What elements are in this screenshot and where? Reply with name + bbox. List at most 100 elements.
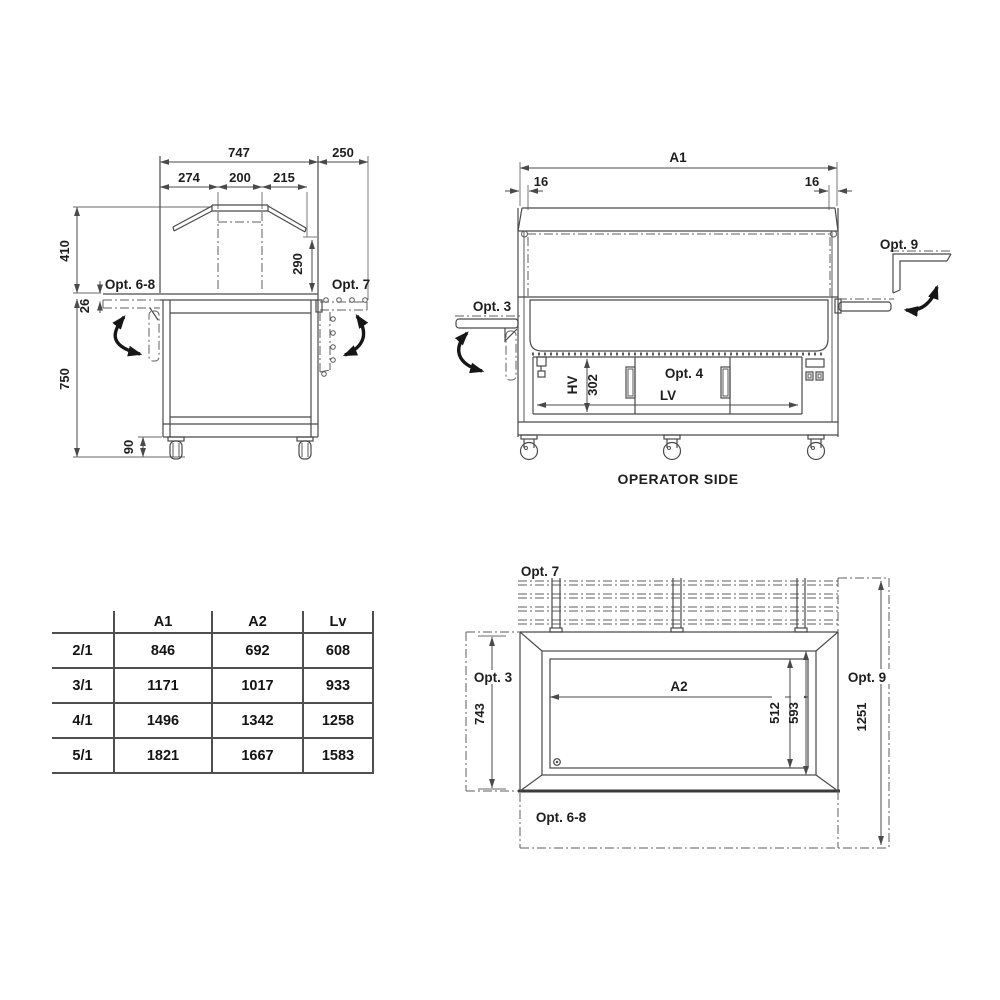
cell-a2: 1342 — [211, 703, 303, 739]
dim-16-right-label: 16 — [805, 174, 819, 189]
cell-lv: 1258 — [302, 703, 374, 739]
dim-512-label: 512 — [767, 702, 782, 724]
dim-215-label: 215 — [273, 170, 295, 185]
row-label: 2/1 — [52, 633, 114, 669]
plan-view: Opt. 7 Opt. 3 Opt. 9 Opt. 6-8 A2 743 512… — [465, 564, 891, 849]
cell-a2: 1667 — [211, 738, 303, 774]
dim-593-label: 593 — [786, 702, 801, 724]
caster — [806, 434, 826, 461]
size-table-header-a1: A1 — [113, 611, 212, 634]
dim-1251-label: 1251 — [854, 703, 869, 732]
fold-arrow-opt3 — [454, 331, 485, 374]
dim-410-label: 410 — [57, 240, 72, 262]
dim-hv-label: HV — [565, 376, 580, 395]
size-table-header-lv: Lv — [302, 611, 374, 634]
side-view-casters — [167, 436, 314, 460]
dim-747-label: 747 — [228, 145, 250, 160]
front-opt-4-label: Opt. 4 — [665, 366, 704, 381]
table-row: 3/1 1171 1017 933 — [52, 668, 374, 704]
front-view-canopy — [517, 207, 839, 296]
side-view-dimension-lines — [73, 156, 369, 458]
plan-opt-7-label: Opt. 7 — [521, 564, 559, 579]
row-label: 3/1 — [52, 668, 114, 704]
operator-side-caption: OPERATOR SIDE — [617, 471, 738, 487]
cell-a1: 1171 — [113, 668, 212, 704]
caster — [519, 434, 539, 461]
row-label: 5/1 — [52, 738, 114, 774]
side-view-canopy — [159, 156, 319, 300]
dim-90-label: 90 — [121, 440, 136, 454]
front-view-casters — [519, 434, 826, 461]
side-opt-6-8-label: Opt. 6-8 — [105, 277, 156, 292]
front-view-opt3-shelf — [454, 315, 520, 381]
dim-a1-label: A1 — [669, 150, 687, 165]
front-opt-3-label: Opt. 3 — [473, 299, 512, 314]
front-view-dimension-labels: A1 16 16 HV 302 LV — [534, 150, 819, 403]
fold-arrow-opt9 — [903, 284, 939, 317]
plan-opt-3-label: Opt. 3 — [474, 670, 513, 685]
rail-support — [794, 578, 808, 633]
plan-view-labels: Opt. 7 Opt. 3 Opt. 9 Opt. 6-8 A2 743 512… — [470, 564, 891, 825]
side-view-folding-shelf-left — [102, 299, 160, 362]
dim-290-label: 290 — [290, 253, 305, 275]
side-view-folding-rail-right — [315, 297, 369, 377]
fold-arrow-left — [112, 315, 143, 357]
dim-274-label: 274 — [178, 170, 200, 185]
side-view: 747 250 274 200 215 410 750 26 290 90 — [57, 145, 370, 460]
control-panel — [805, 358, 825, 381]
dim-16-left-label: 16 — [534, 174, 548, 189]
plan-opt-9-label: Opt. 9 — [848, 670, 886, 685]
front-view-body — [517, 208, 839, 437]
cell-a1: 1821 — [113, 738, 212, 774]
dim-302-label: 302 — [585, 374, 600, 396]
plan-view-option-strips — [465, 577, 890, 849]
size-table-header-row: A1 A2 Lv — [52, 611, 374, 634]
cell-lv: 1583 — [302, 738, 374, 774]
cell-lv: 608 — [302, 633, 374, 669]
size-table: A1 A2 Lv 2/1 846 692 608 3/1 1171 1017 9… — [52, 611, 374, 774]
side-opt-7-label: Opt. 7 — [332, 277, 370, 292]
plan-view-dimension-lines — [478, 580, 884, 846]
plan-opt-6-8-label: Opt. 6-8 — [536, 810, 587, 825]
plan-view-rail-shelf-opt7 — [518, 578, 838, 633]
side-view-counter — [103, 293, 318, 301]
door-handle — [625, 366, 636, 399]
caster — [296, 436, 314, 460]
front-view-doors — [532, 356, 825, 415]
dim-750-label: 750 — [57, 368, 72, 390]
size-table-grid: A1 A2 Lv 2/1 846 692 608 3/1 1171 1017 9… — [52, 611, 374, 774]
front-view-opt9-shelf — [834, 250, 953, 317]
size-table-corner-cell — [52, 611, 114, 634]
side-view-dimension-labels: 747 250 274 200 215 410 750 26 290 90 — [57, 145, 354, 454]
table-row: 5/1 1821 1667 1583 — [52, 738, 374, 774]
dim-200-label: 200 — [229, 170, 251, 185]
sneeze-guard-glass-left — [172, 205, 213, 232]
front-opt-9-label: Opt. 9 — [880, 237, 918, 252]
drain-valve — [536, 356, 547, 378]
fold-arrow-right — [342, 314, 369, 357]
drain-hole — [553, 758, 561, 766]
cell-lv: 933 — [302, 668, 374, 704]
dim-a2-label: A2 — [670, 679, 687, 694]
sneeze-guard-glass-right — [267, 205, 307, 233]
cell-a2: 692 — [211, 633, 303, 669]
dim-lv-label: LV — [660, 388, 676, 403]
front-view-dimension-lines — [505, 162, 852, 413]
row-label: 4/1 — [52, 703, 114, 739]
dim-250-label: 250 — [332, 145, 354, 160]
caster — [662, 434, 682, 461]
size-table-header-a2: A2 — [211, 611, 303, 634]
cell-a1: 1496 — [113, 703, 212, 739]
well-basin — [529, 299, 829, 352]
table-row: 2/1 846 692 608 — [52, 633, 374, 669]
plan-view-frame — [518, 631, 840, 793]
cell-a2: 1017 — [211, 668, 303, 704]
door-handle — [720, 366, 731, 399]
cell-a1: 846 — [113, 633, 212, 669]
side-view-body — [162, 300, 319, 438]
front-view: A1 16 16 HV 302 LV — [454, 150, 953, 487]
dim-743-label: 743 — [472, 703, 487, 725]
table-row: 4/1 1496 1342 1258 — [52, 703, 374, 739]
